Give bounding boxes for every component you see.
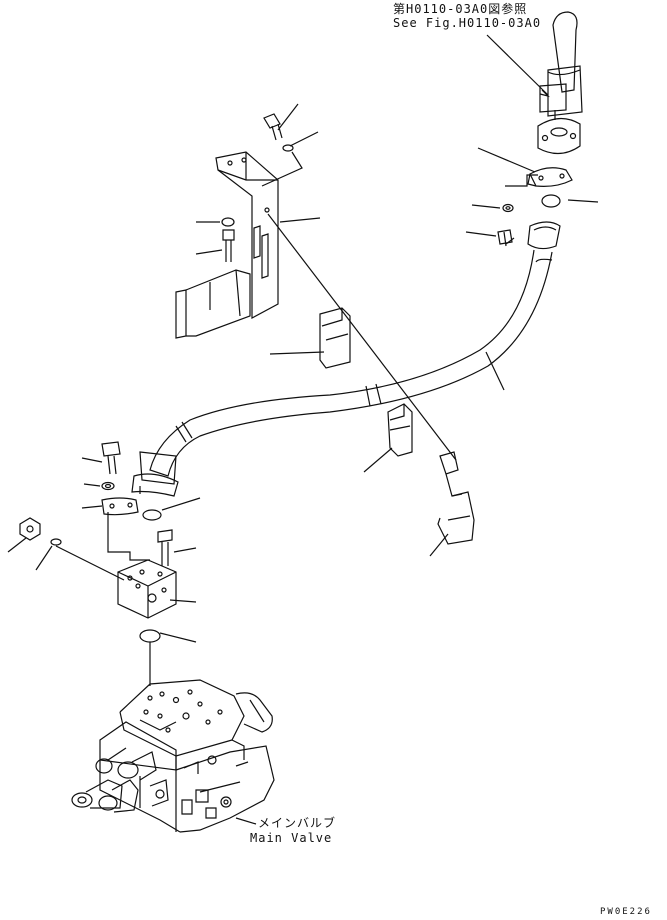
lower-bolt-2 <box>158 530 172 566</box>
reference-label-en: See Fig.H0110-03A0 <box>393 16 542 30</box>
valve-o-ring <box>140 630 160 642</box>
bracket-washer <box>283 145 293 151</box>
clamp-block-lower <box>388 404 412 456</box>
pipe-flange <box>538 118 580 153</box>
plug-fitting <box>20 518 40 540</box>
upper-bolt <box>498 230 514 246</box>
bracket-washer-2 <box>222 218 234 226</box>
bracket-bolt-2 <box>223 230 234 262</box>
lower-bolt <box>102 442 120 474</box>
main-valve-label-jp: メインバルブ <box>258 816 337 830</box>
drawing-code: PW0E226 <box>600 907 652 917</box>
plug-o-ring <box>51 539 61 545</box>
upper-washer <box>503 205 513 212</box>
bracket-bolt <box>264 114 282 140</box>
clamp-bracket <box>438 452 474 544</box>
lower-washer <box>102 483 114 490</box>
upper-split-flange <box>528 168 572 187</box>
mounting-bracket <box>176 152 278 338</box>
upper-o-ring <box>542 195 560 207</box>
main-valve <box>72 680 274 832</box>
hose-assembly <box>132 222 560 496</box>
lower-o-ring <box>143 510 161 520</box>
clamp-block-upper <box>320 308 350 368</box>
ref-leader <box>487 35 548 95</box>
flange-block <box>118 560 176 618</box>
reference-label-jp: 第H0110-03A0図参照 <box>393 2 528 16</box>
upper-pipe <box>540 12 582 120</box>
lower-split-flange <box>102 498 138 515</box>
main-valve-label-en: Main Valve <box>250 831 333 845</box>
